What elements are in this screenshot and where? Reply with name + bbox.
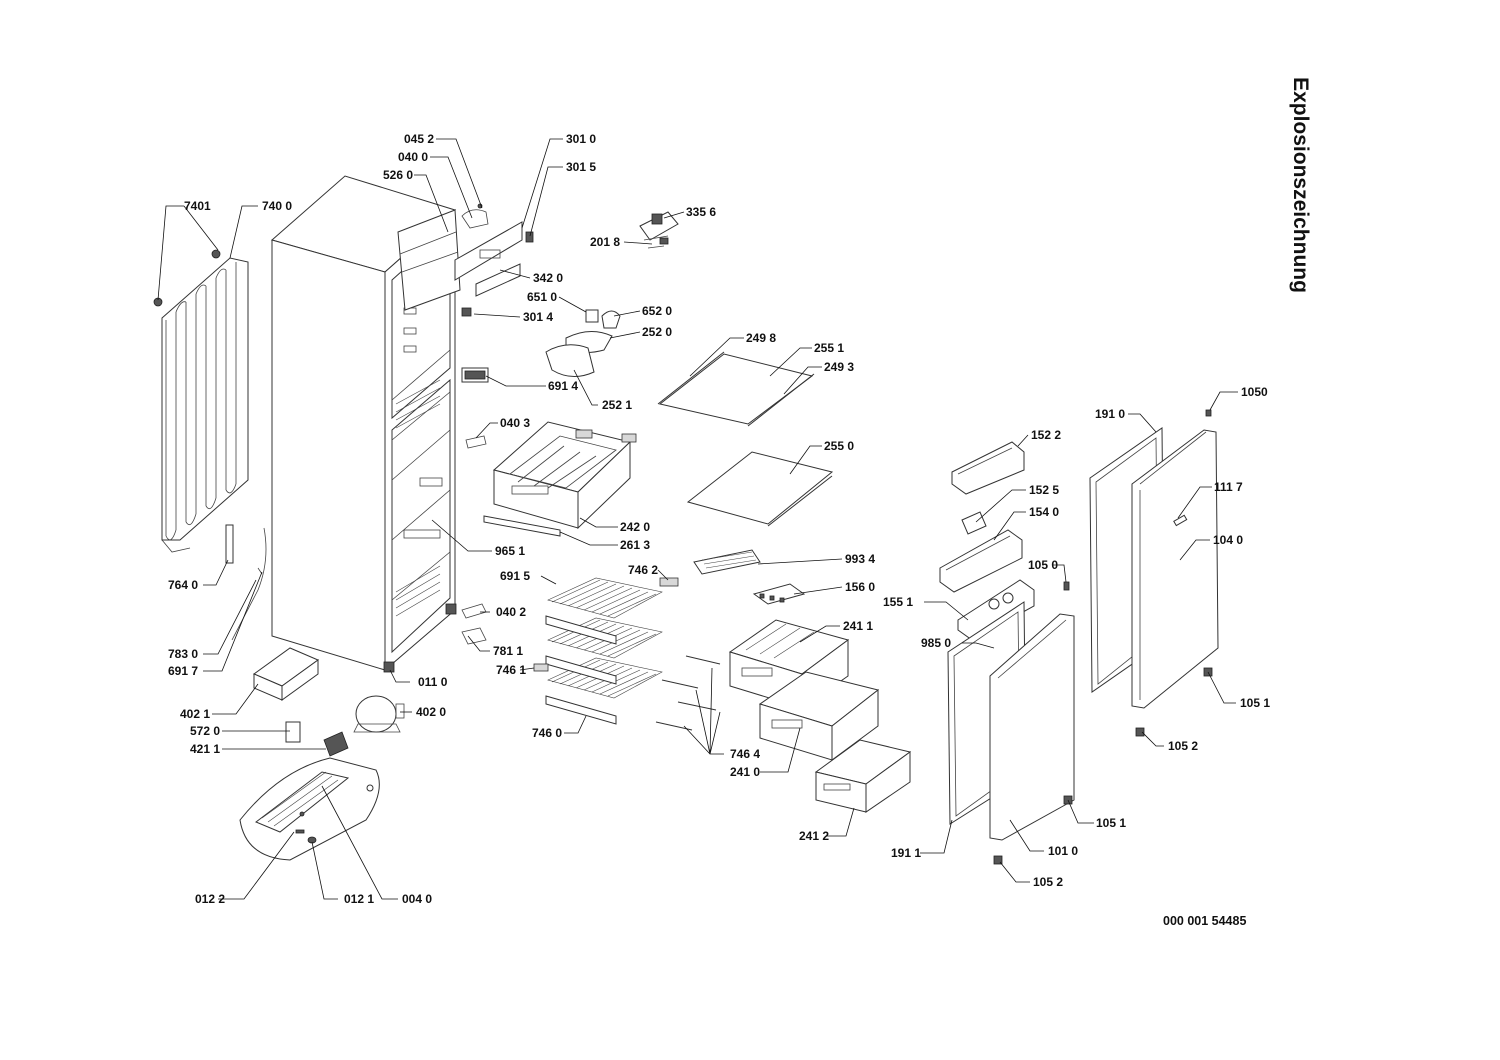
part-label: 421 1 xyxy=(190,742,220,756)
part-label: 155 1 xyxy=(883,595,913,609)
part-labels: 045 2 040 0 526 0 301 0 301 5 7401 740 0… xyxy=(168,132,1270,906)
part-label: 691 5 xyxy=(500,569,530,583)
part-label: 746 2 xyxy=(628,563,658,577)
part-label: 012 1 xyxy=(344,892,374,906)
compressor-area xyxy=(252,647,405,757)
part-label: 104 0 xyxy=(1213,533,1243,547)
part-label: 301 5 xyxy=(566,160,596,174)
part-label: 965 1 xyxy=(495,544,525,558)
drawer-rails xyxy=(655,655,721,731)
part-label: 652 0 xyxy=(642,304,672,318)
part-label: 156 0 xyxy=(845,580,875,594)
part-label: 746 4 xyxy=(730,747,760,761)
ice-tray xyxy=(693,549,761,575)
part-label: 255 0 xyxy=(824,439,854,453)
leader-lines xyxy=(157,138,1238,900)
base-plate xyxy=(239,757,380,861)
part-label: 1050 xyxy=(1241,385,1268,399)
part-label: 255 1 xyxy=(814,341,844,355)
part-label: 105 2 xyxy=(1168,739,1198,753)
part-label: 7401 xyxy=(184,199,211,213)
part-label: 045 2 xyxy=(404,132,434,146)
part-label: 105 1 xyxy=(1096,816,1126,830)
part-label: 740 0 xyxy=(262,199,292,213)
fresh-drawer xyxy=(483,421,637,537)
part-label: 241 2 xyxy=(799,829,829,843)
part-label: 249 8 xyxy=(746,331,776,345)
part-label: 105 0 xyxy=(1028,558,1058,572)
part-label: 335 6 xyxy=(686,205,716,219)
part-label: 651 0 xyxy=(527,290,557,304)
part-label: 040 0 xyxy=(398,150,428,164)
part-label: 781 1 xyxy=(493,644,523,658)
part-label: 252 1 xyxy=(602,398,632,412)
door-balconies xyxy=(939,441,1035,641)
part-label: 201 8 xyxy=(590,235,620,249)
part-label: 252 0 xyxy=(642,325,672,339)
wire-racks xyxy=(533,577,679,725)
part-label: 993 4 xyxy=(845,552,875,566)
part-label: 152 2 xyxy=(1031,428,1061,442)
part-label: 572 0 xyxy=(190,724,220,738)
part-label: 301 4 xyxy=(523,310,553,324)
part-label: 691 4 xyxy=(548,379,578,393)
title-container: Explosionszeichnung xyxy=(1200,60,1400,320)
part-label: 402 1 xyxy=(180,707,210,721)
part-label: 111 7 xyxy=(1214,480,1243,494)
part-label: 783 0 xyxy=(168,647,198,661)
lamp-parts xyxy=(545,309,621,377)
part-label: 241 1 xyxy=(843,619,873,633)
part-label: 152 5 xyxy=(1029,483,1059,497)
drain-tube xyxy=(225,524,267,641)
condenser-coil xyxy=(153,249,249,553)
part-label: 242 0 xyxy=(620,520,650,534)
hinge-bottom xyxy=(461,627,487,645)
part-label: 040 3 xyxy=(500,416,530,430)
part-label: 342 0 xyxy=(533,271,563,285)
part-label: 012 2 xyxy=(195,892,225,906)
page-title: Explosionszeichnung xyxy=(1289,77,1312,293)
part-label: 526 0 xyxy=(383,168,413,182)
part-label: 105 2 xyxy=(1033,875,1063,889)
document-number: 000 001 54485 xyxy=(1163,914,1247,928)
part-label: 301 0 xyxy=(566,132,596,146)
glass-shelves xyxy=(657,351,834,527)
part-label: 154 0 xyxy=(1029,505,1059,519)
thermostat-assembly xyxy=(639,211,679,249)
part-label: 261 3 xyxy=(620,538,650,552)
part-label: 011 0 xyxy=(418,675,448,689)
top-hinge-parts xyxy=(454,203,534,317)
part-label: 191 1 xyxy=(891,846,921,860)
part-label: 746 1 xyxy=(496,663,526,677)
fridge-door xyxy=(1131,409,1219,709)
ice-tray-2 xyxy=(752,583,806,605)
clip-top xyxy=(465,435,487,449)
part-label: 249 3 xyxy=(824,360,854,374)
part-label: 040 2 xyxy=(496,605,526,619)
part-label: 241 0 xyxy=(730,765,760,779)
part-label: 985 0 xyxy=(921,636,951,650)
part-label: 191 0 xyxy=(1095,407,1125,421)
part-label: 691 7 xyxy=(168,664,198,678)
part-label: 764 0 xyxy=(168,578,198,592)
part-label: 101 0 xyxy=(1048,844,1078,858)
part-label: 402 0 xyxy=(416,705,446,719)
light-switch xyxy=(464,370,486,380)
freezer-drawers xyxy=(728,619,912,813)
part-label: 105 1 xyxy=(1240,696,1270,710)
clip-bottom xyxy=(461,603,487,619)
cabinet-body xyxy=(270,175,461,673)
part-label: 004 0 xyxy=(402,892,432,906)
part-label: 746 0 xyxy=(532,726,562,740)
